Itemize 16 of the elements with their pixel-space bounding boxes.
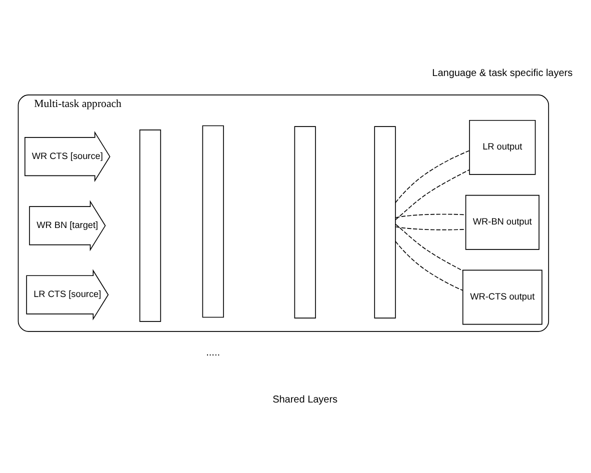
node-box: WR-CTS output [462, 270, 542, 325]
node-box [139, 130, 162, 322]
connector [395, 226, 466, 230]
connector [395, 150, 470, 204]
connector [395, 214, 466, 218]
node-box [374, 126, 396, 318]
node-box [202, 125, 224, 318]
node-box: WR-BN output [465, 194, 540, 250]
connector [395, 224, 464, 272]
node-box [294, 126, 316, 318]
label: Shared Layers [272, 394, 338, 406]
connector [395, 169, 470, 220]
connector [395, 240, 464, 291]
node-box: LR output [469, 120, 536, 175]
label: Language & task specific layers [432, 68, 573, 79]
label: ..... [206, 348, 220, 359]
